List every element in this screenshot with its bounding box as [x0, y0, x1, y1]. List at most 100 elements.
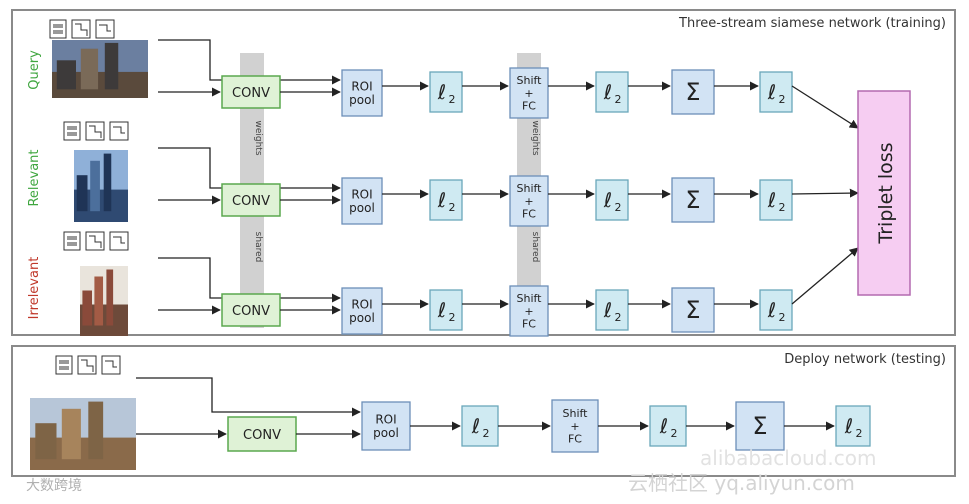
- watermark-right-faint: alibabacloud.com: [700, 446, 877, 470]
- query-image: [52, 40, 148, 98]
- photo-building: [76, 175, 88, 212]
- photo-building: [90, 160, 100, 212]
- l2-box-2-symbol: ℓ: [603, 298, 612, 322]
- sum-box-symbol: Σ: [685, 78, 700, 106]
- box-icon-fill: [59, 366, 69, 370]
- deploy-title: Deploy network (testing): [784, 352, 946, 367]
- box-icon-path: [113, 236, 125, 244]
- l2-box-3: [759, 179, 793, 221]
- l2-box-2-symbol: ℓ: [603, 80, 612, 104]
- shift-fc-label: +: [524, 195, 533, 208]
- weights-label-conv: weights: [253, 120, 263, 155]
- stream-label: Irrelevant: [27, 257, 42, 320]
- sum-box: [671, 177, 715, 223]
- deploy-proposal-icons: [55, 355, 121, 375]
- shift-fc-label: Shift: [516, 292, 542, 305]
- box-icon-path: [89, 125, 102, 138]
- l2-box-2-symbol: ℓ: [603, 188, 612, 212]
- box-icon-fill: [67, 242, 77, 246]
- deploy-shift-fc-box: [551, 399, 599, 453]
- deploy-l2-box-3: [835, 405, 871, 447]
- photo-building: [82, 290, 92, 326]
- box-icon-fill: [53, 24, 63, 28]
- box-icon: [95, 19, 115, 39]
- shift-fc-label: +: [524, 87, 533, 100]
- box-icon: [63, 231, 81, 251]
- l2-box-2: [595, 179, 629, 221]
- l2-box-2: [595, 71, 629, 113]
- irrelevant-image: [80, 266, 128, 336]
- shift-fc-label: FC: [522, 100, 536, 113]
- conv-label: CONV: [232, 304, 270, 319]
- box-icon: [109, 121, 129, 141]
- roi-pool-box: [341, 177, 383, 225]
- deploy-conv-box: [227, 416, 297, 452]
- shift-fc-label: +: [524, 305, 533, 318]
- arrow-to-loss: [791, 247, 859, 305]
- conv-box: [221, 293, 281, 327]
- photo-building: [104, 42, 119, 90]
- deploy-image: [30, 398, 136, 470]
- deploy-l2-box-subscript: 2: [483, 427, 490, 440]
- roi-pool-label: pool: [349, 201, 375, 215]
- box-icon-path: [105, 360, 117, 368]
- roi-pool-label: ROI: [351, 79, 372, 93]
- proposal-icons: [49, 19, 115, 39]
- deploy-arrow-to-roi: [136, 377, 361, 417]
- box-icon: [63, 121, 81, 141]
- stream-label: Relevant: [27, 149, 42, 206]
- l2-box-3: [759, 289, 793, 331]
- box-icon: [49, 19, 67, 39]
- l2-box: [429, 71, 463, 113]
- deploy-roi-pool-label: pool: [373, 426, 399, 440]
- l2-box-3-symbol: ℓ: [767, 188, 776, 212]
- photo-building: [35, 423, 57, 460]
- l2-box-subscript: 2: [449, 93, 456, 106]
- training-title: Three-stream siamese network (training): [678, 16, 946, 31]
- deploy-l2-box-symbol: ℓ: [471, 414, 480, 438]
- box-icon-path: [89, 235, 102, 248]
- l2-box-2-subscript: 2: [615, 93, 622, 106]
- shared-label-conv: shared: [253, 232, 263, 263]
- photo-building: [56, 60, 76, 90]
- photo-building: [80, 48, 99, 90]
- sum-box: [671, 287, 715, 333]
- roi-pool-box: [341, 287, 383, 335]
- box-icon: [101, 355, 121, 375]
- roi-pool-label: ROI: [351, 297, 372, 311]
- triplet-loss-box: [857, 90, 911, 296]
- box-icon-fill: [53, 30, 63, 34]
- roi-pool-label: pool: [349, 93, 375, 107]
- box-icon-path: [81, 359, 94, 372]
- stream-label: Query: [27, 50, 42, 90]
- deploy-sum-box-symbol: Σ: [752, 412, 767, 440]
- l2-box-3-subscript: 2: [779, 201, 786, 214]
- conv-label: CONV: [232, 194, 270, 209]
- box-icon-fill: [67, 236, 77, 240]
- l2-box-3: [759, 71, 793, 113]
- deploy-l2-box-2: [649, 405, 687, 447]
- deploy-l2-box-2-subscript: 2: [671, 427, 678, 440]
- proposal-icons: [63, 231, 129, 251]
- l2-box-2-subscript: 2: [615, 201, 622, 214]
- deploy-shift-fc-label: Shift: [562, 407, 588, 420]
- deploy-shift-fc-label: FC: [568, 433, 582, 446]
- box-icon-fill: [67, 132, 77, 136]
- conv-label: CONV: [232, 86, 270, 101]
- l2-box-subscript: 2: [449, 201, 456, 214]
- box-icon: [55, 355, 73, 375]
- shift-fc-box: [509, 67, 549, 119]
- triplet-loss-label: Triplet loss: [875, 142, 897, 244]
- box-icon-path: [75, 23, 88, 36]
- weights-label-fc: weights: [530, 120, 540, 155]
- shift-fc-label: Shift: [516, 74, 542, 87]
- box-icon-fill: [59, 360, 69, 364]
- l2-box: [429, 289, 463, 331]
- sum-box-symbol: Σ: [685, 296, 700, 324]
